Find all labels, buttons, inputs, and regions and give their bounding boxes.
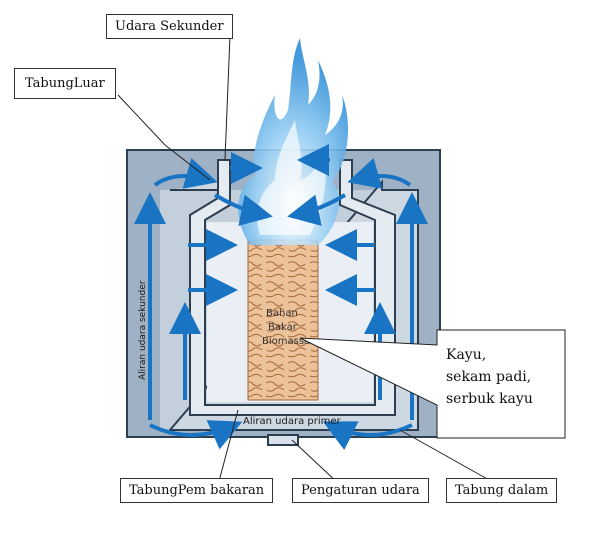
fuel-label-1: Bahan — [266, 308, 298, 319]
leader-secondary-air — [224, 34, 231, 161]
leader-outer-tube — [117, 94, 211, 181]
fuel-example-3: serbuk kayu — [446, 391, 533, 407]
leader-inner-tube — [399, 429, 499, 486]
combustion-tube — [189, 159, 396, 416]
leader-combustion-tube — [217, 409, 239, 486]
air-regulator — [267, 434, 299, 446]
label-air-control: Pengaturan udara — [292, 478, 429, 503]
fuel-example-1: Kayu, — [446, 347, 487, 363]
secondary-air-flow-text: Aliran udara sekunder — [138, 280, 148, 380]
fuel-examples: Kayu, sekam padi, serbuk kayu — [446, 344, 533, 410]
fuel-label-2: Bakar — [268, 322, 298, 333]
primary-air-flow-text: Aliran udara primer — [243, 416, 342, 427]
label-combustion-tube: TabungPem bakaran — [120, 478, 274, 503]
label-outer-tube: TabungLuar — [14, 68, 116, 99]
fuel-label-3: Biomassa — [262, 336, 310, 347]
label-inner-tube: Tabung dalam — [446, 478, 558, 503]
leader-air-control — [291, 439, 341, 486]
label-secondary-air: Udara Sekunder — [106, 14, 233, 39]
fuel-example-2: sekam padi, — [446, 369, 532, 385]
fuel-callout — [299, 329, 566, 439]
biomass-fuel — [247, 239, 319, 401]
